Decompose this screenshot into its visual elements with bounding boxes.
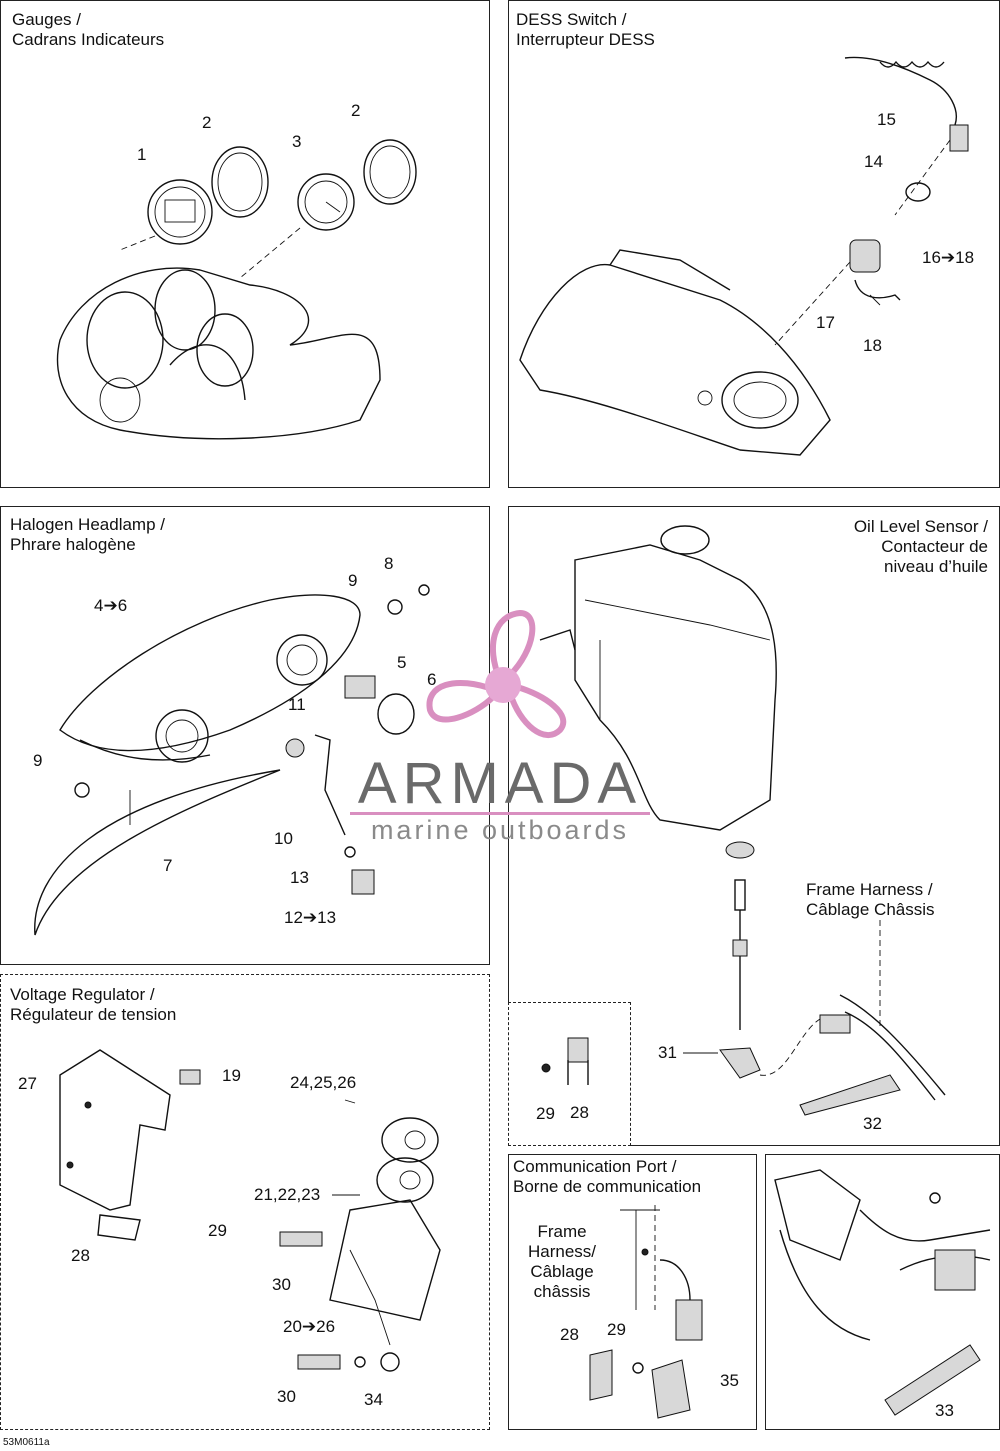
callout-dess-18: 18 <box>863 336 882 355</box>
callout-headlamp-10: 10 <box>274 829 293 848</box>
callout-voltage-29: 29 <box>208 1221 227 1240</box>
headlamp-title: Halogen Headlamp / Phrare halogène <box>10 515 165 554</box>
watermark-tagline: marine outboards <box>370 815 630 845</box>
callout-voltage-20-26: 20➔26 <box>283 1317 336 1336</box>
callout-dess-17: 17 <box>816 313 835 332</box>
callout-headlamp-4-6: 4➔6 <box>94 596 128 615</box>
panel-frame-detail <box>765 1154 1000 1430</box>
callout-voltage-30a: 30 <box>272 1275 291 1294</box>
callout-oil-32: 32 <box>863 1114 882 1133</box>
callout-gauges-2b: 2 <box>351 101 361 120</box>
clip-drawing <box>541 1037 589 1085</box>
dess-drawing <box>519 56 969 456</box>
voltage-regulator-drawing <box>59 1049 441 1372</box>
panel-harness-clip <box>508 1002 631 1146</box>
callout-comm-35: 35 <box>720 1371 739 1390</box>
callout-dess-16-18: 16➔18 <box>922 248 975 267</box>
callout-voltage-21-22-23: 21,22,23 <box>254 1185 321 1204</box>
callout-headlamp-9b: 9 <box>33 751 43 770</box>
headlamp-drawing <box>34 584 430 936</box>
callout-clip-29: 29 <box>536 1104 555 1123</box>
callout-oil-31: 31 <box>658 1043 677 1062</box>
panel-dess-switch <box>508 0 1000 488</box>
callout-headlamp-12-13: 12➔13 <box>284 908 337 927</box>
callout-headlamp-8: 8 <box>384 554 394 573</box>
panel-halogen-headlamp <box>0 506 490 965</box>
callout-voltage-24-25-26: 24,25,26 <box>290 1073 357 1092</box>
brand-watermark: ARMADA marine outboards <box>345 605 655 850</box>
communication-port-title: Communication Port / Borne de communicat… <box>513 1157 702 1196</box>
callout-headlamp-7: 7 <box>163 856 173 875</box>
dess-title: DESS Switch / Interrupteur DESS <box>516 10 655 49</box>
document-reference: 53M0611a <box>3 1437 50 1448</box>
callout-dess-14: 14 <box>864 152 883 171</box>
callout-voltage-30b: 30 <box>277 1387 296 1406</box>
callout-headlamp-6: 6 <box>427 670 437 689</box>
callout-gauges-3: 3 <box>292 132 302 151</box>
callout-voltage-34: 34 <box>364 1390 383 1409</box>
oil-sensor-drawing <box>539 525 946 1116</box>
callout-headlamp-9a: 9 <box>348 571 358 590</box>
voltage-regulator-title: Voltage Regulator / Régulateur de tensio… <box>10 985 177 1024</box>
callout-gauges-2a: 2 <box>202 113 212 132</box>
callout-clip-28: 28 <box>570 1103 589 1122</box>
callout-headlamp-13: 13 <box>290 868 309 887</box>
callout-voltage-27: 27 <box>18 1074 37 1093</box>
frame-detail-drawing <box>774 1169 991 1416</box>
panel-gauges <box>0 0 490 488</box>
callout-dess-15: 15 <box>877 110 896 129</box>
callout-gauges-1: 1 <box>137 145 147 164</box>
comm-frame-harness-label: Frame Harness/ Câblage châssis <box>527 1222 597 1301</box>
callout-headlamp-5: 5 <box>397 653 407 672</box>
callout-comm-28: 28 <box>560 1325 579 1344</box>
callout-frame-33: 33 <box>935 1401 954 1420</box>
callout-headlamp-11: 11 <box>288 695 306 714</box>
communication-port-drawing <box>589 1205 703 1419</box>
gauges-drawing <box>56 139 417 440</box>
oil-frame-harness-label: Frame Harness / Câblage Châssis <box>806 880 935 919</box>
callout-voltage-28: 28 <box>71 1246 90 1265</box>
callout-comm-29: 29 <box>607 1320 626 1339</box>
watermark-divider <box>350 812 650 815</box>
oil-sensor-title: Oil Level Sensor / Contacteur de niveau … <box>853 517 988 576</box>
gauges-title: Gauges / Cadrans Indicateurs <box>12 10 165 49</box>
panel-communication-port <box>508 1154 757 1430</box>
propeller-logo-icon <box>426 609 567 738</box>
watermark-brand: ARMADA <box>357 751 643 816</box>
callout-voltage-19: 19 <box>222 1066 241 1085</box>
